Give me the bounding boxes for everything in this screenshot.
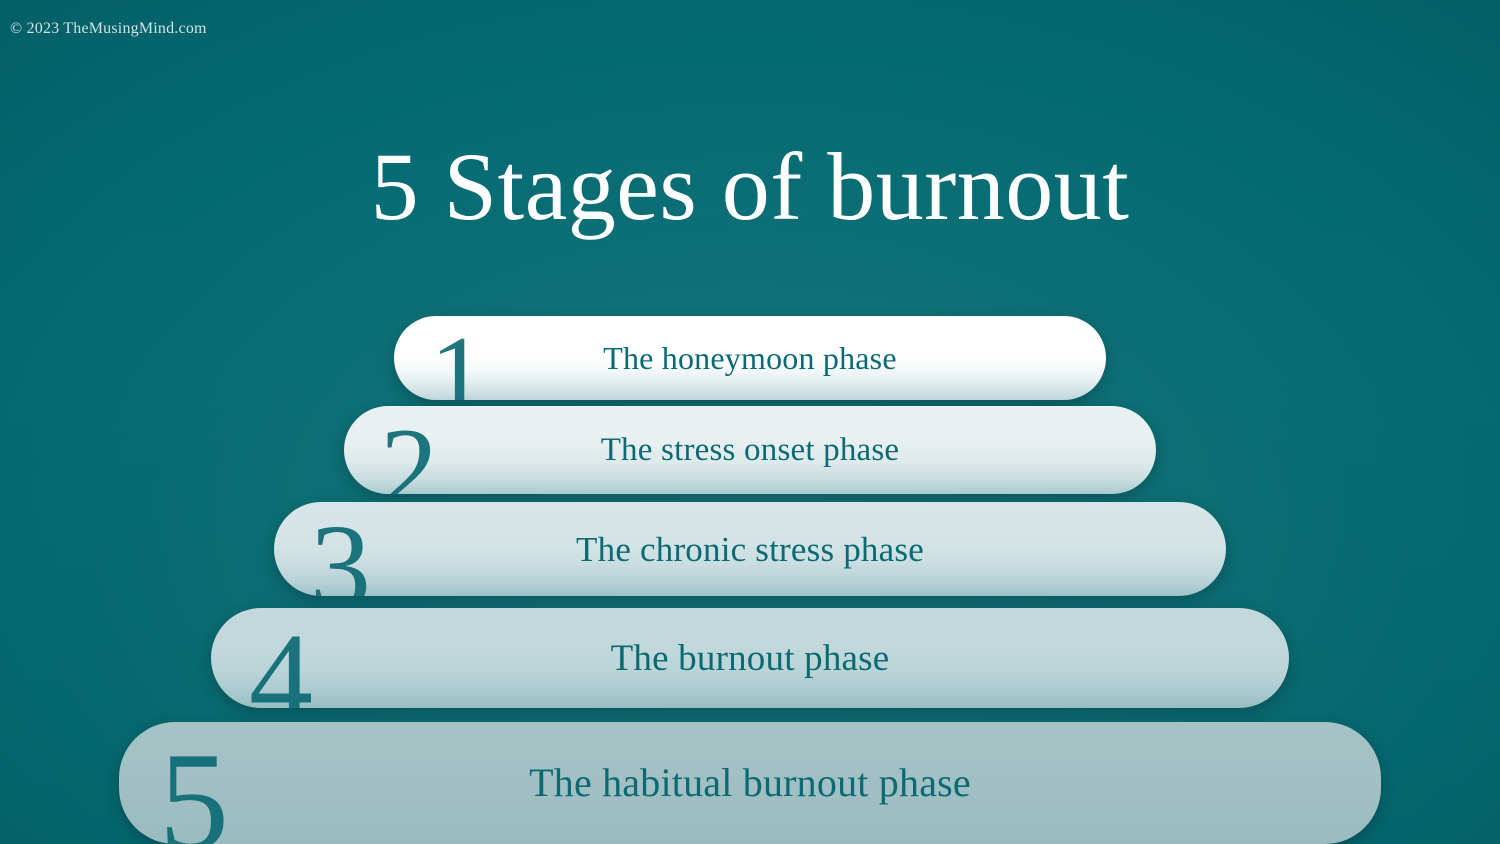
stage-number-2: 2 [380,406,438,494]
stage-row: 5 The habitual burnout phase [0,722,1500,844]
stage-label-5: The habitual burnout phase [529,760,971,805]
stage-row: 3 The chronic stress phase [0,502,1500,596]
stage-label-1: The honeymoon phase [603,340,897,376]
stage-label-3: The chronic stress phase [576,529,924,569]
stage-number-3: 3 [310,502,371,597]
stage-label-2: The stress onset phase [600,431,900,468]
stage-row: 4 The burnout phase [0,608,1500,708]
stage-row: 2 The stress onset phase [0,406,1500,494]
stage-number-1: 1 [430,316,486,400]
copyright-notice: © 2023 TheMusingMind.com [10,20,207,37]
stage-bar-1[interactable]: 1 The honeymoon phase [394,316,1106,400]
stage-pyramid: 1 The honeymoon phase 2 The stress onset… [0,316,1500,844]
stage-bar-5[interactable]: 5 The habitual burnout phase [119,722,1381,844]
stage-number-4: 4 [249,608,313,708]
page-title: 5 Stages of burnout [370,133,1130,241]
stage-row: 1 The honeymoon phase [0,316,1500,400]
stage-label-4: The burnout phase [610,637,890,679]
stage-bar-3[interactable]: 3 The chronic stress phase [274,502,1226,596]
stage-bar-4[interactable]: 4 The burnout phase [211,608,1289,708]
stage-number-5: 5 [159,724,229,844]
stage-bar-2[interactable]: 2 The stress onset phase [344,406,1156,494]
